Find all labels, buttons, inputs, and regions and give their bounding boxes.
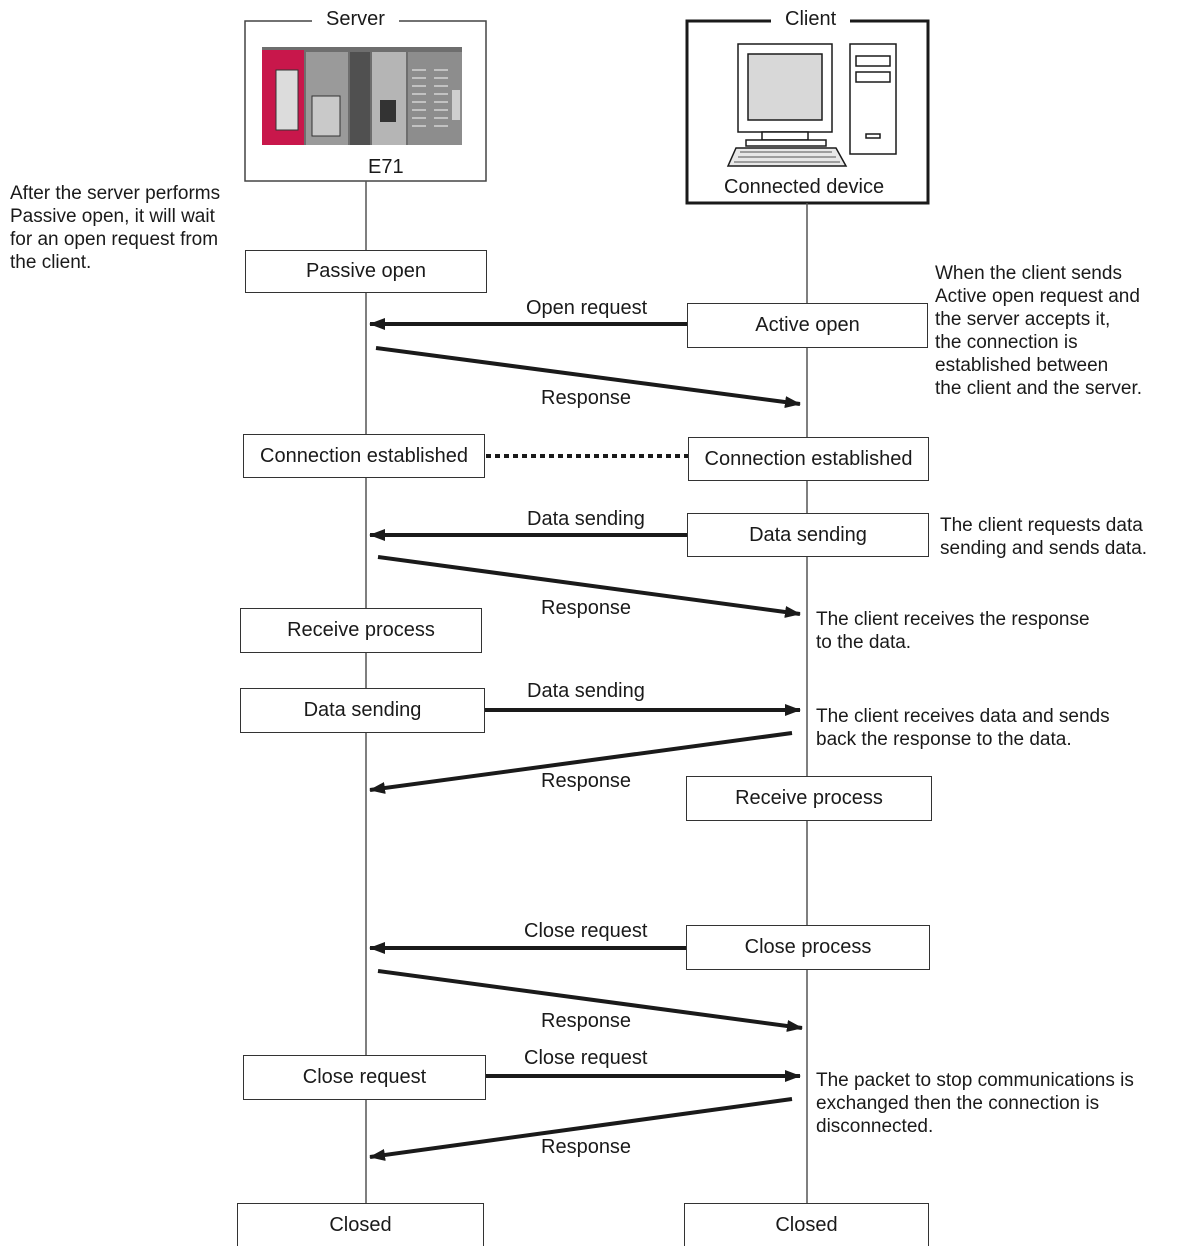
note-client-recv-response: The client receives the response to the … [816, 609, 1090, 653]
client-title: Client [771, 8, 851, 31]
note-client-send: The client requests data sending and sen… [940, 515, 1148, 559]
computer-icon [726, 43, 897, 167]
plc-module-icon [262, 47, 462, 145]
msg-data-sending-2: Data sending [527, 680, 645, 702]
client-data-sending: Data sending [687, 513, 929, 557]
note-disconnect: The packet to stop communications is exc… [816, 1070, 1134, 1137]
msg-response-4: Response [541, 1010, 632, 1032]
client-receive-process: Receive process [686, 776, 932, 821]
client-connection-established: Connection established [688, 437, 929, 481]
msg-open-request: Open request [526, 297, 648, 319]
client-active-open: Active open [687, 303, 928, 348]
note-connection: When the client sends Active open reques… [935, 263, 1143, 399]
arrow-response-4 [377, 969, 803, 1032]
msg-response-3: Response [541, 770, 632, 792]
arrow-response-3 [369, 731, 793, 794]
device-label: Connected device [724, 176, 885, 198]
server-title: Server [312, 8, 399, 31]
arrow-response-2 [377, 555, 801, 618]
client-close-process: Close process [686, 925, 930, 970]
note-client-recv-data: The client receives data and sends back … [816, 706, 1110, 750]
server-close-request: Close request [243, 1055, 486, 1100]
msg-data-sending-1: Data sending [527, 508, 645, 530]
msg-close-request-2: Close request [524, 1047, 648, 1069]
client-closed: Closed [684, 1203, 929, 1246]
server-receive-process: Receive process [240, 608, 482, 653]
arrow-response-5 [369, 1097, 793, 1161]
module-label: E71 [368, 156, 404, 178]
server-closed: Closed [237, 1203, 484, 1246]
server-connection-established: Connection established [243, 434, 485, 478]
msg-response-1: Response [541, 387, 632, 409]
server-data-sending: Data sending [240, 688, 485, 733]
server-passive-open: Passive open [245, 250, 487, 293]
note-server-wait: After the server performs Passive open, … [10, 183, 221, 273]
msg-response-5: Response [541, 1136, 632, 1158]
arrow-response-1 [375, 346, 801, 408]
msg-close-request-1: Close request [524, 920, 648, 942]
msg-response-2: Response [541, 597, 632, 619]
